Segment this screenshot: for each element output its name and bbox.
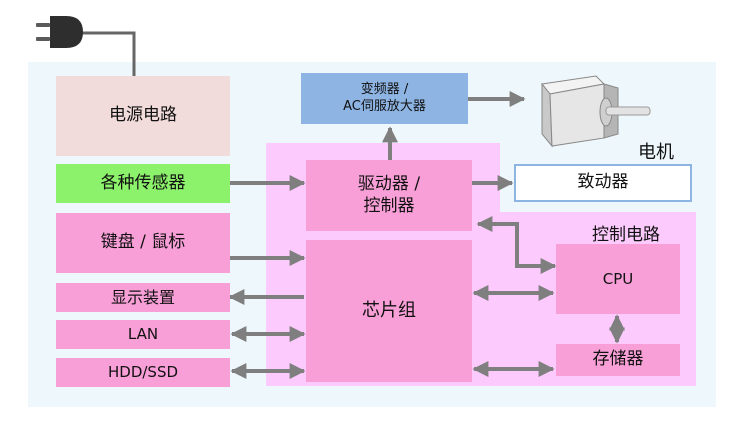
power-circuit-label: 电源电路 [109,105,177,126]
plug-cable [82,31,136,76]
memory-block: 存储器 [556,344,680,376]
lan-block: LAN [56,320,230,349]
sensors-label: 各种传感器 [100,172,186,193]
chipset-block: 芯片组 [306,240,472,382]
display-device-label: 显示装置 [110,287,175,307]
cpu-label: CPU [602,269,634,288]
display-device-block: 显示装置 [56,283,230,312]
actuator-block: 致动器 [514,164,692,202]
power-plug-icon [36,16,83,48]
inverter-label-line1: 变频器 / [360,82,409,98]
driver-label-line1: 驱动器 / [357,174,421,195]
motor-icon [541,75,651,148]
hdd-ssd-block: HDD/SSD [56,358,230,387]
inverter-label-line2: AC伺服放大器 [343,98,426,114]
driver-controller-block: 驱动器 / 控制器 [306,160,472,231]
keyboard-mouse-label: 键盘 / 鼠标 [100,232,186,253]
keyboard-mouse-block: 键盘 / 鼠标 [56,213,230,273]
driver-label-line2: 控制器 [363,195,415,216]
actuator-label: 致动器 [577,172,629,193]
power-circuit-block: 电源电路 [56,76,230,156]
memory-label: 存储器 [592,349,644,370]
chipset-label: 芯片组 [362,299,416,321]
lan-label: LAN [127,325,159,344]
control-circuit-label: 控制电路 [592,225,660,245]
inverter-servo-amp-block: 变频器 / AC伺服放大器 [301,73,468,124]
hdd-ssd-label: HDD/SSD [107,363,179,382]
arrow-cpu-driver [476,216,557,274]
cpu-block: CPU [556,244,680,314]
sensors-block: 各种传感器 [56,164,230,203]
motor-label: 电机 [638,142,674,163]
